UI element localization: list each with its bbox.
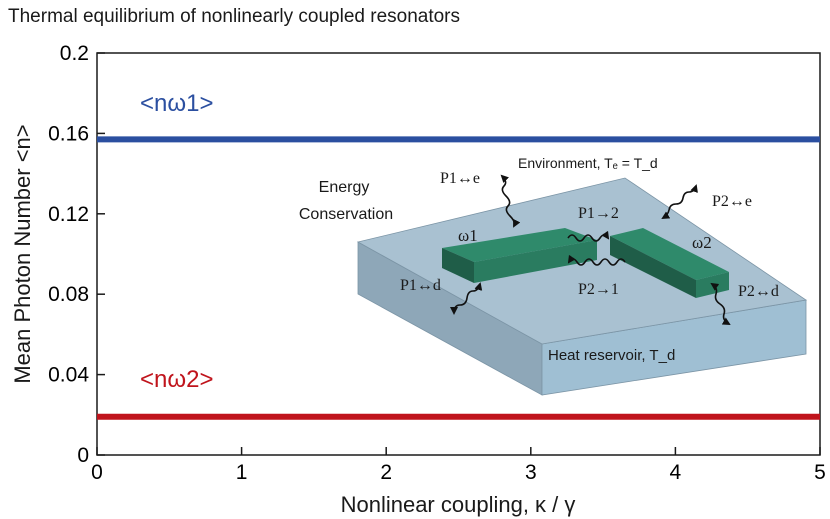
chart-title: Thermal equilibrium of nonlinearly coupl… <box>8 6 460 27</box>
y-tick-label: 0.12 <box>48 203 89 226</box>
plot-frame <box>96 52 821 456</box>
x-tick-label: 0 <box>91 461 103 484</box>
resonator-2-side <box>610 236 696 298</box>
y-tick-label: 0 <box>77 444 89 467</box>
x-tick-label: 4 <box>670 461 682 484</box>
resonator-1-end <box>442 248 474 283</box>
arrow-1-env <box>500 174 521 228</box>
y-tick-label: 0.04 <box>48 364 89 387</box>
x-tick-label: 3 <box>525 461 537 484</box>
arrow-1-reservoir <box>450 282 483 315</box>
arrow-2-to-1 <box>567 254 626 266</box>
y-axis: 0 0.04 0.08 0.12 0.16 0.2 <box>48 42 105 467</box>
p-1d-label: P1↔d <box>400 277 441 294</box>
resonator-1-top <box>442 228 597 262</box>
resonator-2-top <box>610 228 729 280</box>
arrow-2-env <box>661 184 698 220</box>
x-axis: 0 1 2 3 4 5 <box>91 447 826 484</box>
energy-label-line1: Energy <box>319 179 370 196</box>
y-tick-label: 0.16 <box>48 122 89 145</box>
y-tick-label: 0.2 <box>60 42 89 65</box>
x-tick-label: 1 <box>236 461 248 484</box>
series-label-nw1: <nω1> <box>140 90 213 117</box>
p-2e-label: P2↔e <box>712 193 752 210</box>
x-tick-label: 5 <box>814 461 826 484</box>
p-1e-label: P1↔e <box>440 170 480 187</box>
x-axis-label: Nonlinear coupling, κ / γ <box>341 492 576 517</box>
p-2d-label: P2↔d <box>738 283 779 300</box>
arrow-2-reservoir <box>710 282 731 325</box>
environment-label: Environment, Tₑ = T_d <box>518 155 658 171</box>
omega1-label: ω1 <box>458 226 478 245</box>
y-axis-label: Mean Photon Number <n> <box>10 124 35 383</box>
p-12-label: P1→2 <box>578 205 619 222</box>
series-layer <box>97 136 820 420</box>
reservoir-label: Heat reservoir, T_d <box>548 347 675 364</box>
series-label-nw2: <nω2> <box>140 366 213 393</box>
arrow-1-to-2 <box>567 230 610 242</box>
inset-illustration: Energy Conservation Environment, Tₑ = T_… <box>299 155 808 396</box>
x-tick-label: 2 <box>380 461 392 484</box>
energy-label-line2: Conservation <box>299 206 393 223</box>
omega2-label: ω2 <box>692 233 712 252</box>
resonator-1-front <box>474 240 597 283</box>
y-tick-label: 0.08 <box>48 283 89 306</box>
p-21-label: P2→1 <box>578 281 619 298</box>
